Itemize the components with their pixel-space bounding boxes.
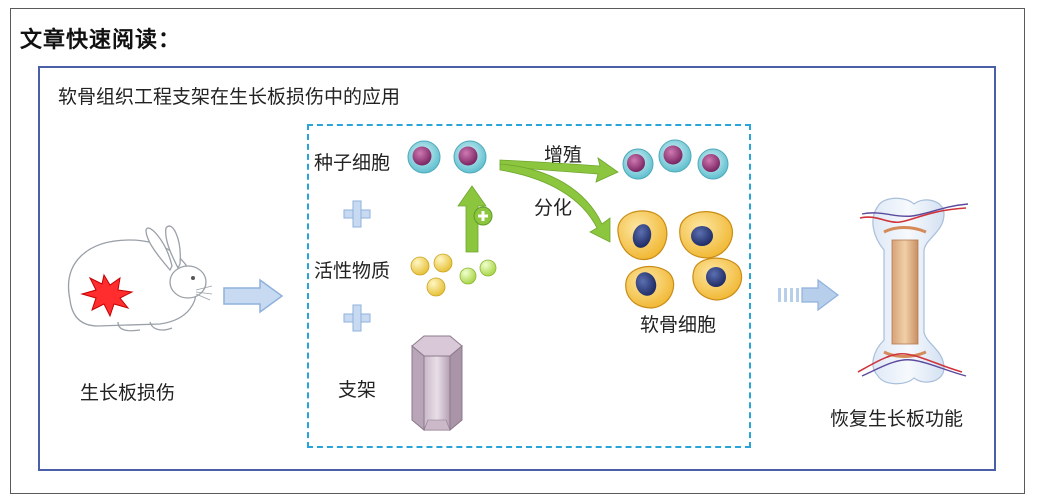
plus-circle-icon bbox=[473, 206, 493, 226]
plus-icon bbox=[343, 200, 371, 228]
scaffold-components-box bbox=[307, 124, 751, 448]
upward-arrow-icon bbox=[457, 185, 487, 253]
label-restore-growth-plate-function: 恢复生长板功能 bbox=[830, 408, 964, 430]
bone-growth-plate-illustration bbox=[857, 197, 969, 385]
differentiation-arrow-icon bbox=[499, 163, 611, 243]
label-scaffold: 支架 bbox=[338, 379, 377, 401]
label-growth-plate-injury: 生长板损伤 bbox=[80, 382, 176, 404]
dotted-flow-arrow-icon bbox=[778, 278, 839, 312]
active-substance-bead bbox=[433, 253, 453, 273]
proliferated-seed-cell bbox=[658, 139, 692, 173]
plus-icon bbox=[343, 304, 371, 332]
chondrocyte bbox=[692, 257, 743, 301]
diagram-panel bbox=[38, 66, 996, 471]
seed-cell bbox=[407, 140, 441, 174]
proliferation-arrow-icon bbox=[499, 157, 619, 183]
chondrocyte bbox=[617, 210, 668, 260]
flow-arrow-right-icon bbox=[223, 278, 284, 314]
seed-cell bbox=[453, 140, 487, 174]
label-differentiation: 分化 bbox=[534, 197, 573, 219]
label-seed-cells: 种子细胞 bbox=[314, 152, 391, 174]
active-substance-bead bbox=[410, 256, 430, 276]
active-substance-bead bbox=[479, 259, 497, 277]
label-proliferation: 增殖 bbox=[544, 144, 583, 166]
chondrocyte bbox=[679, 211, 734, 259]
active-substance-bead bbox=[426, 277, 446, 297]
label-active-substance: 活性物质 bbox=[314, 260, 391, 282]
outer-frame bbox=[10, 8, 1025, 494]
diagram-title: 软骨组织工程支架在生长板损伤中的应用 bbox=[58, 86, 401, 108]
chondrocyte bbox=[625, 265, 675, 309]
active-substance-bead bbox=[459, 267, 477, 285]
proliferated-seed-cell bbox=[697, 148, 729, 180]
label-chondrocytes: 软骨细胞 bbox=[640, 314, 717, 336]
injury-burst-icon bbox=[80, 273, 134, 318]
scaffold-prism bbox=[411, 335, 463, 432]
section-heading: 文章快速阅读： bbox=[20, 28, 182, 53]
proliferated-seed-cell bbox=[622, 148, 654, 180]
